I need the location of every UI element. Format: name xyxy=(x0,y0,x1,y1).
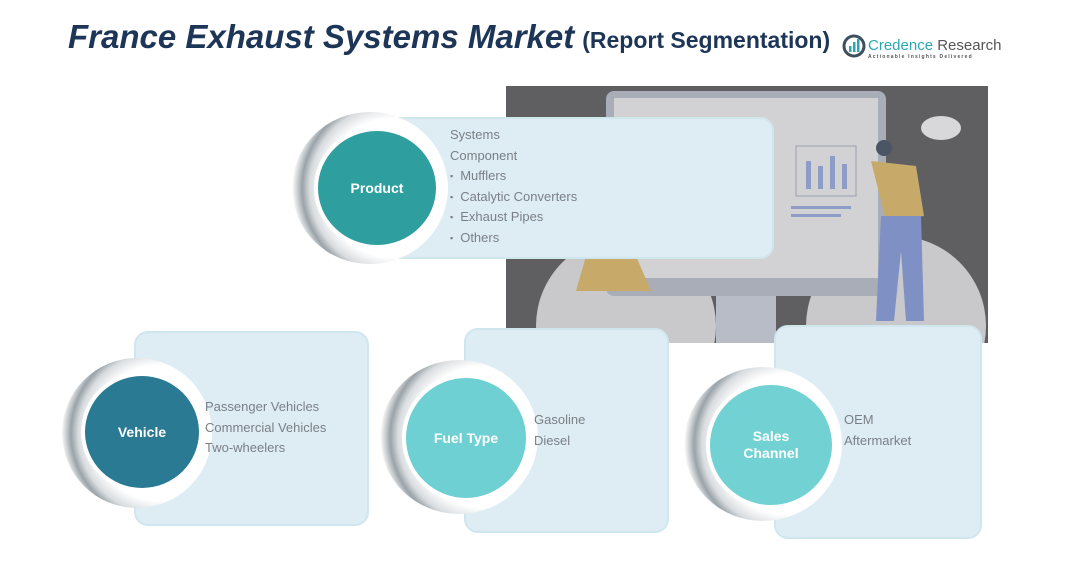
product-subitem: Exhaust Pipes xyxy=(450,207,577,228)
vehicle-label: Vehicle xyxy=(117,423,167,440)
fuel-type-circle: Fuel Type xyxy=(402,374,530,502)
title-main: France Exhaust Systems Market xyxy=(68,18,575,55)
sales-channel-circle: Sales Channel xyxy=(706,381,836,509)
vehicle-item: Passenger Vehicles xyxy=(205,399,320,414)
fuel-type-item: Gasoline xyxy=(534,412,586,427)
product-circle: Product xyxy=(314,127,440,249)
sales-channel-item: Aftermarket xyxy=(844,432,912,448)
product-item: Component xyxy=(450,147,518,163)
logo-name: Credence Research xyxy=(868,37,1002,54)
product-subitem: Catalytic Converters xyxy=(450,187,577,208)
logo-chart-icon xyxy=(842,34,866,58)
page-title: France Exhaust Systems Market (Report Seg… xyxy=(68,18,830,56)
product-item: Systems xyxy=(450,127,500,142)
product-subitem: Mufflers xyxy=(450,166,577,187)
fuel-type-items: Gasoline Diesel xyxy=(534,410,585,451)
fuel-type-item: Diesel xyxy=(534,432,571,448)
title-sub: (Report Segmentation) xyxy=(582,27,831,53)
sales-channel-label: Sales Channel xyxy=(743,428,799,461)
fuel-type-label: Fuel Type xyxy=(433,429,499,446)
vehicle-item: Two-wheelers xyxy=(205,440,286,455)
vehicle-items: Passenger Vehicles Commercial Vehicles T… xyxy=(205,397,326,459)
vehicle-item: Commercial Vehicles xyxy=(205,419,327,435)
product-subitem: Others xyxy=(450,228,577,249)
logo-tagline: Actionable Insights Delivered xyxy=(868,54,973,60)
sales-channel-item: OEM xyxy=(844,412,874,427)
product-items: Systems Component Mufflers Catalytic Con… xyxy=(450,125,577,248)
sales-channel-items: OEM Aftermarket xyxy=(844,410,911,451)
vehicle-circle: Vehicle xyxy=(81,372,203,492)
credence-logo: Credence Research Actionable Insights De… xyxy=(842,34,1001,63)
product-label: Product xyxy=(350,179,404,196)
